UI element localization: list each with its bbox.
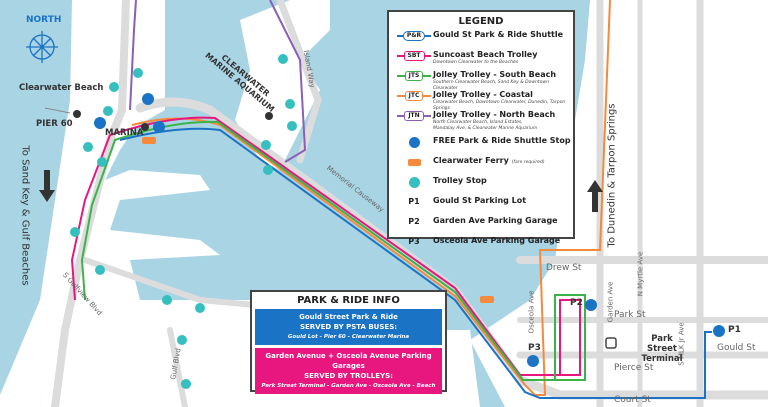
- label-pier-60: PIER 60: [36, 119, 73, 129]
- route-jts: [80, 120, 586, 381]
- park-ride-trolley-box: Garden Avenue + Osceola Avenue Parking G…: [255, 348, 442, 394]
- legend-parking-p1: P1 Gould St Parking Lot: [395, 196, 573, 214]
- route-desc: Downtown Clearwater to the Beaches: [433, 60, 519, 65]
- label-p3: P3: [528, 343, 541, 353]
- legend-trolley-stop: Trolley Stop: [395, 176, 573, 194]
- shuttle-stop-icons: [94, 93, 725, 367]
- route-badge: P&R: [402, 31, 426, 41]
- legend-label: Garden Ave Parking Garage: [433, 216, 558, 225]
- legend-label: FREE Park & Ride Shuttle Stop: [433, 136, 571, 145]
- bus-line1: Gould Street Park & Ride: [299, 313, 398, 321]
- ferry-icon: [480, 296, 494, 303]
- mainland: [470, 0, 768, 407]
- legend-title: LEGEND: [458, 16, 504, 27]
- route-jtn: [129, 0, 307, 163]
- route-badge: JTS: [404, 71, 424, 81]
- parking-code: P2: [408, 217, 420, 226]
- aquarium-island: [235, 0, 330, 170]
- park-ride-info: PARK & RIDE INFO Gould Street Park & Rid…: [250, 290, 447, 394]
- arrow-north-icon: [587, 180, 603, 212]
- route-name: Suncoast Beach Trolley: [433, 50, 538, 59]
- trolley-stops: Park Street Terminal - Garden Ave - Osce…: [261, 383, 436, 389]
- label-p2: P2: [570, 298, 583, 308]
- clearwater-beach-island: [0, 0, 140, 407]
- bus-stops: Gould Lot - Pier 60 - Clearwater Marina: [287, 334, 410, 340]
- legend-parking-p2: P2 Garden Ave Parking Garage: [395, 216, 573, 234]
- bus-stop-icon: [408, 136, 420, 148]
- route-desc: Clearwater Beach, Downtown Clearwater, D…: [433, 100, 566, 111]
- street-n-myrtle: N Myrtle Ave: [636, 251, 645, 297]
- compass-rose-icon: [26, 31, 58, 63]
- ferry-note: (fare required): [511, 160, 545, 165]
- trolley-stops: [70, 54, 297, 389]
- direction-north: To Dunedin & Tarpon Springs: [606, 103, 618, 248]
- route-desc: Southern Clearwater Beach, Sand Key & Do…: [433, 80, 549, 91]
- trolley-line2: SERVED BY TROLLEYS:: [304, 372, 393, 380]
- route-name: Jolley Trolley - North Beach: [433, 110, 556, 119]
- landmark-dots: [73, 110, 273, 131]
- ferry-icon: [142, 137, 156, 144]
- legend-shuttle-stop: FREE Park & Ride Shuttle Stop: [395, 136, 573, 154]
- bus-line2: SERVED BY PSTA BUSES:: [299, 323, 398, 331]
- legend-label: Clearwater Ferry: [433, 156, 509, 165]
- street-osceola: Osceola Ave: [527, 290, 536, 334]
- pier-60: [44, 107, 71, 114]
- route-desc: North Clearwater Beach, Island Estates, …: [433, 120, 538, 131]
- trolley-line1: Garden Avenue + Osceola Avenue Parking G…: [265, 352, 432, 370]
- ferry-icon: [407, 158, 421, 166]
- route-badge: SBT: [403, 51, 425, 61]
- parking-code: P1: [408, 197, 420, 206]
- legend: LEGEND P&R Gould St Park & Ride Shuttle S…: [387, 10, 575, 246]
- roads: [51, 0, 768, 407]
- street-gould: Gould St: [717, 343, 756, 353]
- park-ride-bus-box: Gould Street Park & Ride SERVED BY PSTA …: [255, 309, 442, 345]
- route-name: Jolley Trolley - South Beach: [433, 70, 557, 79]
- legend-ferry: Clearwater Ferry (fare required): [395, 156, 573, 174]
- legend-parking-p3: P3 Osceola Ave Parking Garage: [395, 236, 573, 254]
- route-badge: JTN: [404, 111, 424, 121]
- label-p1: P1: [728, 325, 741, 335]
- parking-code: P3: [408, 237, 420, 246]
- trolley-stop-icon: [408, 176, 420, 188]
- compass-label: NORTH: [26, 15, 62, 25]
- direction-south: To Sand Key & Gulf Beaches: [19, 145, 31, 286]
- legend-route-pr: P&R Gould St Park & Ride Shuttle: [395, 30, 573, 48]
- legend-label: Gould St Parking Lot: [433, 196, 527, 205]
- route-name: Jolley Trolley - Coastal: [433, 90, 533, 99]
- label-park-street-terminal: Park Street Terminal: [641, 334, 683, 364]
- label-marina: MARINA: [105, 128, 144, 138]
- street-court: Court St: [614, 395, 651, 405]
- street-park: Park St: [614, 310, 646, 320]
- route-sbt: [70, 116, 581, 376]
- park-street-terminal-icon: [605, 337, 617, 349]
- legend-label: Osceola Ave Parking Garage: [433, 236, 561, 245]
- route-badge: JTC: [404, 91, 424, 101]
- arrow-south-icon: [39, 170, 55, 202]
- label-clearwater-beach: Clearwater Beach: [19, 83, 104, 93]
- route-pr-shuttle: [119, 127, 712, 399]
- legend-label: Trolley Stop: [433, 176, 487, 185]
- park-ride-title: PARK & RIDE INFO: [297, 295, 400, 306]
- route-name: Gould St Park & Ride Shuttle: [433, 30, 564, 39]
- street-drew: Drew St: [546, 263, 582, 273]
- street-pierce: Pierce St: [614, 363, 654, 373]
